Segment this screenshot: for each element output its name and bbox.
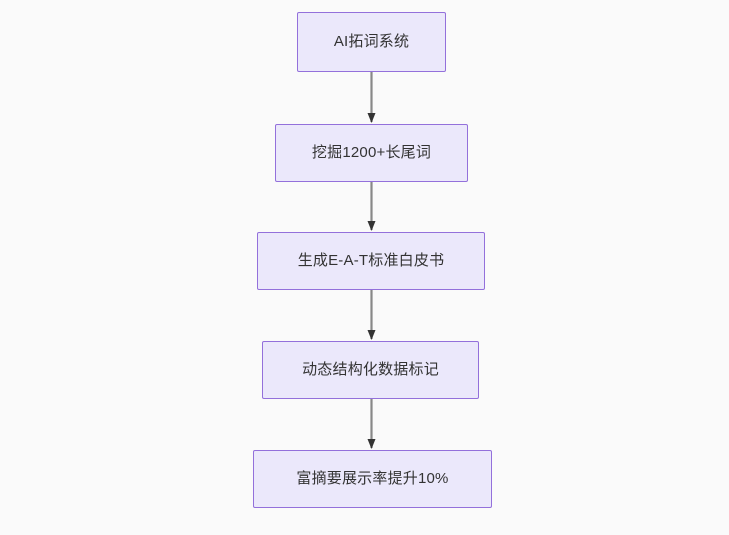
flowchart-node-rich-snippet-rate-increase[interactable]: 富摘要展示率提升10%: [253, 450, 492, 508]
flowchart-node-generate-eat-whitepaper[interactable]: 生成E-A-T标准白皮书: [257, 232, 485, 290]
node-label: 挖掘1200+长尾词: [311, 144, 432, 161]
flowchart-node-ai-keyword-system[interactable]: AI拓词系统: [297, 12, 446, 72]
flowchart-node-dynamic-structured-data-markup[interactable]: 动态结构化数据标记: [262, 341, 479, 399]
node-label: 生成E-A-T标准白皮书: [297, 252, 445, 269]
node-label: 富摘要展示率提升10%: [296, 470, 449, 487]
node-label: 动态结构化数据标记: [302, 361, 439, 378]
flowchart-node-mine-longtail-keywords[interactable]: 挖掘1200+长尾词: [275, 124, 468, 182]
node-label: AI拓词系统: [333, 33, 410, 50]
